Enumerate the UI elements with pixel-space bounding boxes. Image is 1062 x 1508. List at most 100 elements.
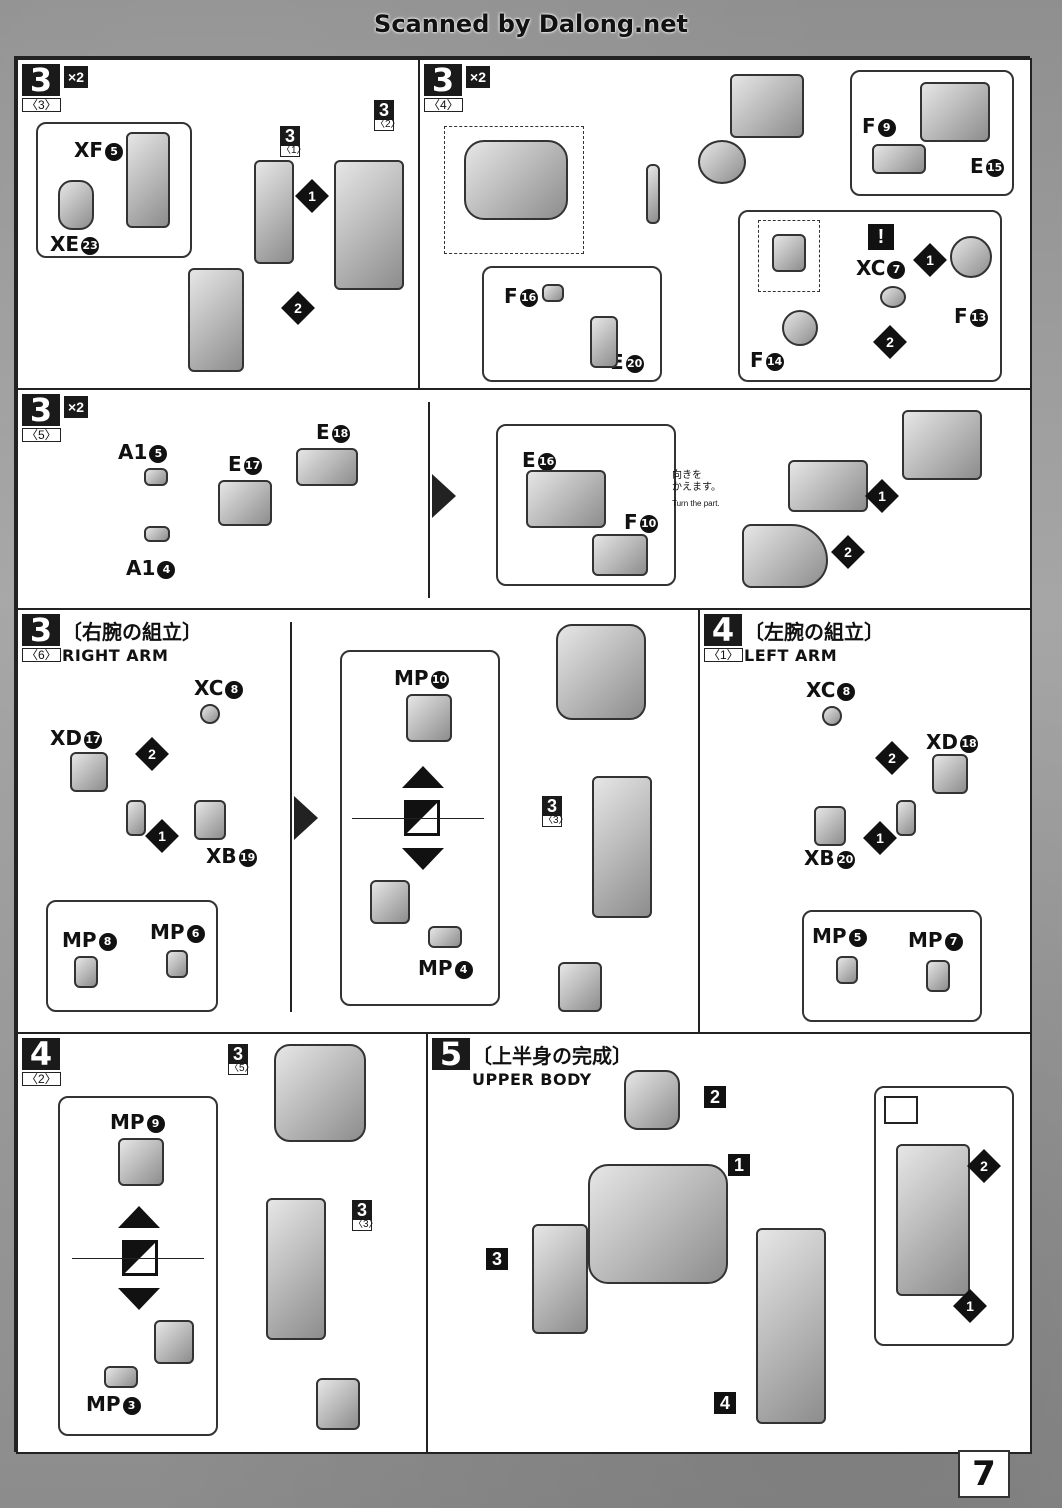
hand-base-part	[194, 800, 226, 840]
next-step-arrow	[294, 796, 318, 840]
ref-step: 3〈3〉	[352, 1200, 379, 1231]
step-multiplier: ×2	[464, 64, 492, 90]
swap-arrows	[398, 766, 448, 870]
weapon-body-part	[334, 160, 404, 290]
step-number: 3	[22, 394, 60, 426]
step-number: 3	[424, 64, 462, 96]
ref-step: 3〈1〉	[280, 126, 307, 157]
instruction-note-en: Turn the part.	[672, 499, 720, 508]
section-title-en: RIGHT ARM	[62, 646, 169, 665]
cover-part	[932, 754, 968, 794]
joint-part	[880, 286, 906, 308]
order-marker: 1	[953, 1289, 987, 1323]
joint-part	[950, 236, 992, 278]
joint-icon	[884, 1096, 918, 1124]
section-title-en: LEFT ARM	[744, 646, 838, 665]
cover-part	[70, 752, 108, 792]
thumb-part	[126, 800, 146, 836]
right-arm-assembly	[532, 1224, 588, 1334]
detail-callout	[46, 900, 218, 1012]
elbow-detail-part	[896, 1144, 970, 1296]
order-marker: 1	[145, 819, 179, 853]
small-part	[200, 704, 220, 724]
armor-plate-part	[58, 180, 94, 230]
socket-part	[772, 234, 806, 272]
small-part	[144, 526, 170, 542]
step-multiplier: ×2	[62, 64, 90, 90]
step-badge: 3 ×2 〈4〉	[424, 64, 492, 112]
section-title-jp: 〔左腕の組立〕	[744, 620, 884, 644]
divider-line	[290, 622, 292, 1012]
swap-arrows	[114, 1206, 164, 1310]
rod-part	[590, 316, 618, 368]
cover-part	[920, 82, 990, 142]
caution-icon: !	[868, 224, 894, 250]
small-part	[542, 284, 564, 302]
step-sub-number: 〈3〉	[22, 98, 61, 112]
shoulder-part	[556, 624, 646, 720]
panel-upper-body: 5 〔上半身の完成〕 UPPER BODY 2 1 3 4 2 1	[426, 1032, 1032, 1454]
step-number: 5	[432, 1038, 470, 1070]
weapon-mount-part	[254, 160, 294, 264]
section-title-en: UPPER BODY	[472, 1070, 592, 1089]
step-sub-number: 〈2〉	[22, 1072, 61, 1086]
order-marker: 2	[135, 737, 169, 771]
step-badge: 5	[432, 1038, 470, 1070]
step-badge: 4 〈2〉	[22, 1038, 61, 1086]
finger-part	[166, 950, 188, 978]
shoulder-part	[274, 1044, 366, 1142]
torso-part	[588, 1164, 728, 1284]
step-badge: 3 ×2 〈3〉	[22, 64, 90, 112]
small-part	[822, 706, 842, 726]
head-part	[624, 1070, 680, 1130]
step-number: 4	[704, 614, 742, 646]
panel-step-3-4: 3 ×2 〈4〉 F9 E15 F16 E20 ! XC7 F13 F14 1 …	[418, 58, 1032, 390]
shield-part	[188, 268, 244, 372]
step-number: 3	[22, 614, 60, 646]
part-number-box: 3	[486, 1248, 508, 1270]
ref-step: 3〈2〉	[374, 100, 401, 131]
upper-arm-part	[266, 1198, 326, 1340]
block-part	[788, 460, 868, 512]
step-number: 4	[22, 1038, 60, 1070]
hinge-part	[464, 140, 568, 220]
hand-base-part	[154, 1320, 194, 1364]
upper-arm-part	[592, 776, 652, 918]
cover-part	[730, 74, 804, 138]
step-multiplier: ×2	[62, 394, 90, 420]
left-arm-assembly	[756, 1228, 826, 1424]
finger-part	[74, 956, 98, 988]
cover-part	[526, 470, 606, 528]
step-badge: 3 〈6〉	[22, 614, 61, 662]
block-part	[218, 480, 272, 526]
hand-assembly-part	[558, 962, 602, 1012]
order-marker: 1	[295, 179, 329, 213]
finger-part	[926, 960, 950, 992]
order-marker: 2	[873, 325, 907, 359]
hand-base-part	[370, 880, 410, 924]
block-part	[296, 448, 358, 486]
section-title-jp: 〔上半身の完成〕	[472, 1044, 632, 1068]
cover-part	[902, 410, 982, 480]
